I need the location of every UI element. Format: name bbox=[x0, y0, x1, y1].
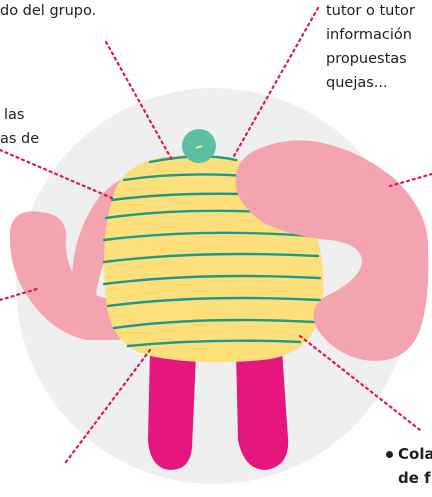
bullet-icon bbox=[386, 451, 393, 458]
top-right-text-line3: propuestas bbox=[326, 48, 407, 70]
bottom-right-text-line1: Cola bbox=[398, 443, 432, 465]
top-left-text: do del grupo. bbox=[0, 0, 96, 22]
mid-left-text-line2: as de bbox=[0, 128, 39, 150]
bottom-right-text-line2: de f bbox=[398, 467, 431, 489]
top-right-text-line4: quejas... bbox=[326, 72, 388, 94]
top-right-text-line2: información bbox=[326, 24, 412, 46]
left-leg bbox=[148, 350, 196, 470]
mid-left-text-line1: las bbox=[4, 104, 24, 126]
top-right-text-line1: tutor o tutor bbox=[326, 0, 415, 22]
right-leg bbox=[236, 350, 288, 470]
